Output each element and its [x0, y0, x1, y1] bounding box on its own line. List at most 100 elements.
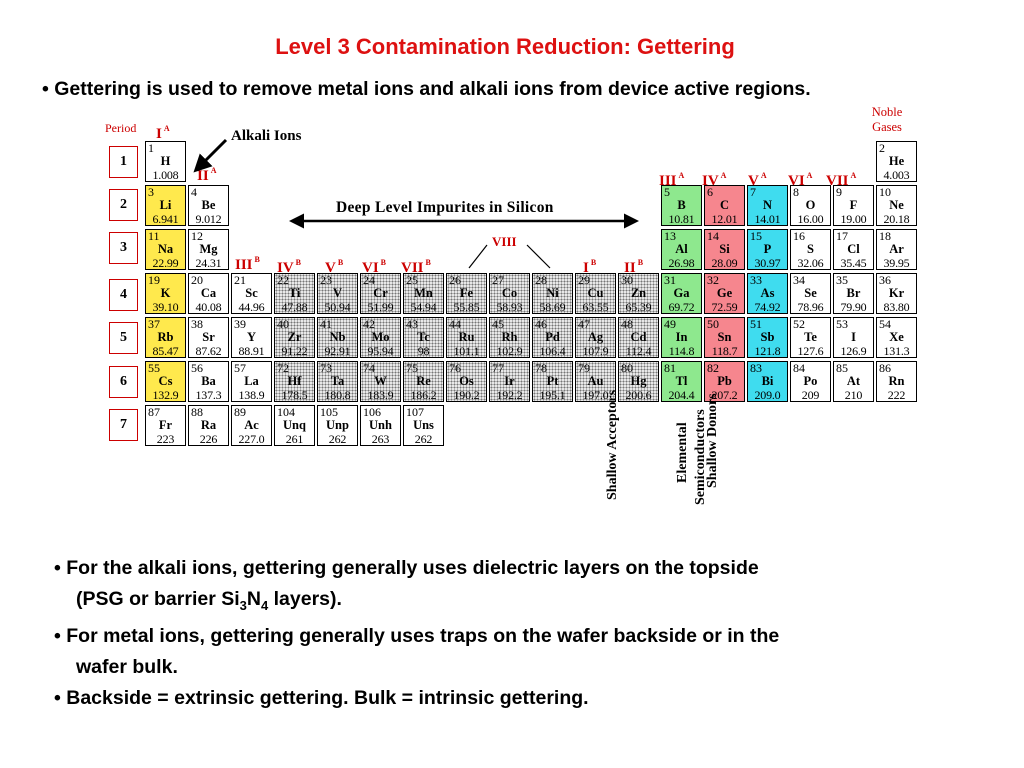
atomic-number: 3	[148, 185, 154, 199]
element-symbol: B	[677, 198, 686, 212]
atomic-number: 11	[148, 229, 160, 243]
element-symbol: Ne	[889, 198, 904, 212]
atomic-number: 29	[578, 273, 590, 287]
element-symbol: Unq	[283, 418, 306, 432]
atomic-weight: 222	[887, 388, 906, 402]
element-symbol: Ti	[288, 286, 301, 300]
atomic-number: 42	[363, 317, 375, 331]
element-symbol: Ge	[716, 286, 733, 300]
atomic-weight: 92.91	[324, 344, 351, 358]
atomic-weight: 14.01	[754, 212, 781, 226]
atomic-number: 85	[836, 361, 848, 375]
atomic-number: 78	[535, 361, 547, 375]
element-symbol: Nb	[329, 330, 346, 344]
atomic-weight: 58.69	[539, 300, 566, 314]
atomic-number: 31	[664, 273, 676, 287]
atomic-number: 84	[793, 361, 805, 375]
atomic-weight: 88.91	[238, 344, 265, 358]
atomic-weight: 200.6	[625, 388, 652, 402]
atomic-weight: 180.8	[324, 388, 351, 402]
element-symbol: Ba	[201, 374, 216, 388]
atomic-weight: 55.85	[453, 300, 480, 314]
element-symbol: Rn	[888, 374, 905, 388]
atomic-number: 12	[191, 229, 203, 243]
bullet-3: • Backside = extrinsic gettering. Bulk =…	[54, 686, 589, 709]
atomic-number: 32	[707, 273, 719, 287]
element-symbol: Unh	[369, 418, 392, 432]
intro-text: • Gettering is used to remove metal ions…	[42, 78, 811, 100]
atomic-number: 74	[363, 361, 375, 375]
atomic-number: 45	[492, 317, 504, 331]
atomic-number: 9	[836, 185, 842, 199]
element-symbol: F	[849, 198, 858, 212]
atomic-number: 43	[406, 317, 418, 331]
atomic-number: 18	[879, 229, 891, 243]
atomic-weight: 98	[417, 344, 430, 358]
element-symbol: Cd	[630, 330, 647, 344]
atomic-number: 81	[664, 361, 676, 375]
atomic-weight: 40.08	[195, 300, 222, 314]
atomic-weight: 10.81	[668, 212, 695, 226]
atomic-weight: 12.01	[711, 212, 738, 226]
atomic-weight: 28.09	[711, 256, 738, 270]
element-symbol: Cs	[158, 374, 173, 388]
element-symbol: At	[846, 374, 861, 388]
element-symbol: La	[244, 374, 259, 388]
atomic-weight: 192.2	[496, 388, 523, 402]
atomic-number: 57	[234, 361, 246, 375]
atomic-weight: 54.94	[410, 300, 437, 314]
element-symbol: Hf	[287, 374, 302, 388]
element-symbol: Ru	[458, 330, 475, 344]
alkali-ions-label: Alkali Ions	[231, 128, 302, 144]
atomic-weight: 78.96	[797, 300, 824, 314]
element-symbol: Hg	[630, 374, 647, 388]
element-symbol: Na	[157, 242, 174, 256]
shallow-acceptors-label: Shallow Acceptors	[605, 389, 620, 500]
element-symbol: Zr	[287, 330, 302, 344]
atomic-weight: 190.2	[453, 388, 480, 402]
atomic-number: 10	[879, 185, 891, 199]
element-symbol: Zn	[630, 286, 647, 300]
atomic-weight: 137.3	[195, 388, 222, 402]
element-symbol: I	[851, 330, 856, 344]
element-symbol: Sr	[202, 330, 215, 344]
atomic-number: 36	[879, 273, 891, 287]
atomic-number: 37	[148, 317, 160, 331]
atomic-number: 82	[707, 361, 719, 375]
element-symbol: Mn	[414, 286, 433, 300]
atomic-weight: 85.47	[152, 344, 179, 358]
element-symbol: C	[719, 198, 730, 212]
element-symbol: He	[888, 154, 905, 168]
atomic-number: 86	[879, 361, 891, 375]
